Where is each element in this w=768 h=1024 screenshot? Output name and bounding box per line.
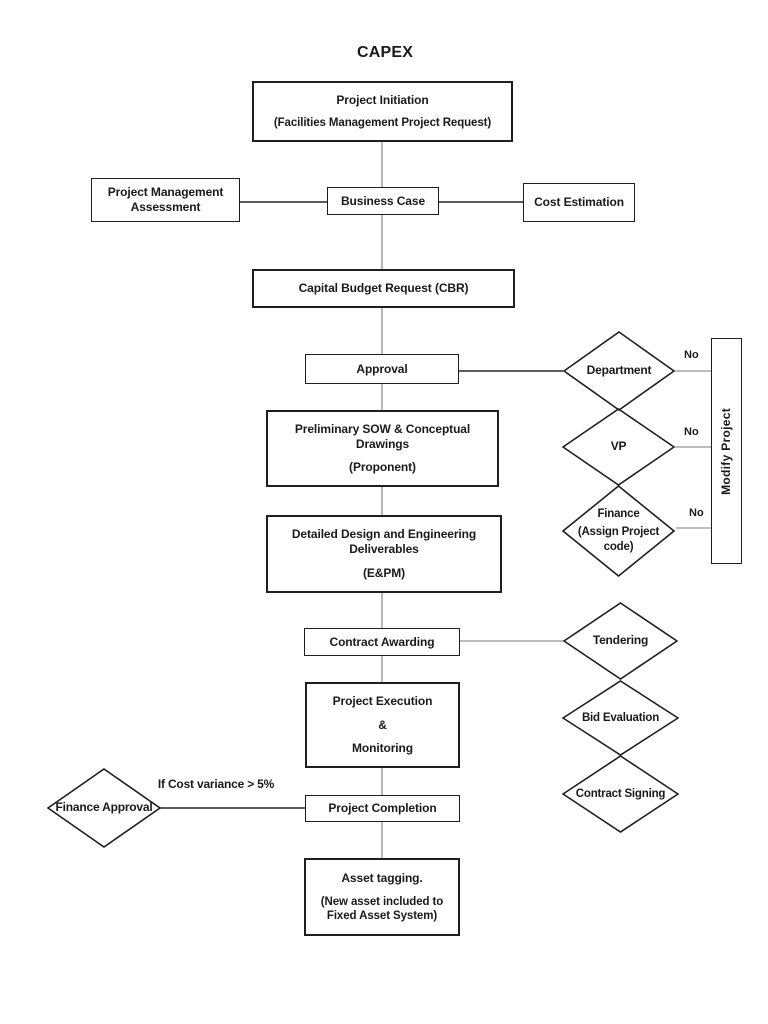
decision-contract-signing: Contract Signing <box>562 755 679 833</box>
decision-department: Department <box>563 331 675 411</box>
node-label: Project Execution <box>332 694 433 709</box>
diamond-shape <box>562 680 679 756</box>
decision-label: Department <box>586 363 652 378</box>
node-contract-awarding: Contract Awarding <box>304 628 460 656</box>
decision-label-line2: (Assign Project code) <box>577 526 660 553</box>
node-project-execution-monitoring: Project Execution & Monitoring <box>305 682 460 768</box>
diamond-shape <box>47 768 161 848</box>
diamond-shape <box>562 755 679 833</box>
edge-label-no-vp: No <box>684 426 699 438</box>
decision-label: VP <box>610 439 627 454</box>
page-title: CAPEX <box>356 44 414 61</box>
decision-vp: VP <box>562 408 675 486</box>
decision-label: Contract Signing <box>575 787 666 800</box>
node-label: Project Initiation <box>336 92 429 107</box>
decision-bid-evaluation: Bid Evaluation <box>562 680 679 756</box>
node-project-completion: Project Completion <box>305 795 460 822</box>
node-label: Capital Budget Request (CBR) <box>298 281 469 295</box>
decision-label-line1: Finance <box>597 508 640 521</box>
node-approval: Approval <box>305 354 459 384</box>
node-label: Business Case <box>340 193 426 208</box>
black-connectors <box>160 201 563 809</box>
diamond-shape <box>563 602 678 680</box>
decision-finance-approval: Finance Approval <box>47 768 161 848</box>
edge-label-cost-variance: If Cost variance > 5% <box>157 777 275 791</box>
node-label: Detailed Design and Engineering Delivera… <box>291 527 477 557</box>
node-project-initiation: Project Initiation (Facilities Managemen… <box>252 81 513 142</box>
node-sublabel: (Facilities Management Project Request) <box>273 116 492 129</box>
decision-finance: Finance (Assign Project code) <box>562 485 675 577</box>
node-label: Modify Project <box>719 407 733 495</box>
node-sublabel: (E&PM) <box>362 565 406 580</box>
diamond-shape <box>562 485 675 577</box>
node-label: Approval <box>356 361 408 376</box>
node-detailed-design: Detailed Design and Engineering Delivera… <box>266 515 502 593</box>
gray-connectors <box>381 142 711 858</box>
node-business-case: Business Case <box>327 187 439 215</box>
node-label: Project Completion <box>328 801 437 815</box>
node-project-management-assessment: Project Management Assessment <box>91 178 240 222</box>
node-label: Preliminary SOW & Conceptual Drawings <box>294 422 471 451</box>
node-label-monitoring: Monitoring <box>352 740 413 755</box>
node-cost-estimation: Cost Estimation <box>523 183 635 222</box>
edge-label-no-department: No <box>684 349 699 361</box>
node-label-amp: & <box>378 717 387 732</box>
edge-label-no-finance: No <box>689 507 704 519</box>
node-sublabel: (New asset included to Fixed Asset Syste… <box>320 895 444 922</box>
decision-label: Finance Approval <box>55 800 153 815</box>
decision-label: Tendering <box>592 633 649 648</box>
node-label: Asset tagging. <box>341 870 423 885</box>
node-label: Project Management Assessment <box>107 185 224 214</box>
node-label: Contract Awarding <box>329 634 435 649</box>
node-sublabel: (Proponent) <box>349 460 416 474</box>
decision-label: Bid Evaluation <box>581 711 660 724</box>
decision-label: Finance (Assign Project code) <box>569 507 669 555</box>
node-label: Cost Estimation <box>534 195 624 209</box>
node-asset-tagging: Asset tagging. (New asset included to Fi… <box>304 858 460 936</box>
node-modify-project: Modify Project <box>711 338 742 564</box>
node-preliminary-sow: Preliminary SOW & Conceptual Drawings (P… <box>266 410 499 487</box>
node-capital-budget-request: Capital Budget Request (CBR) <box>252 269 515 308</box>
decision-tendering: Tendering <box>563 602 678 680</box>
